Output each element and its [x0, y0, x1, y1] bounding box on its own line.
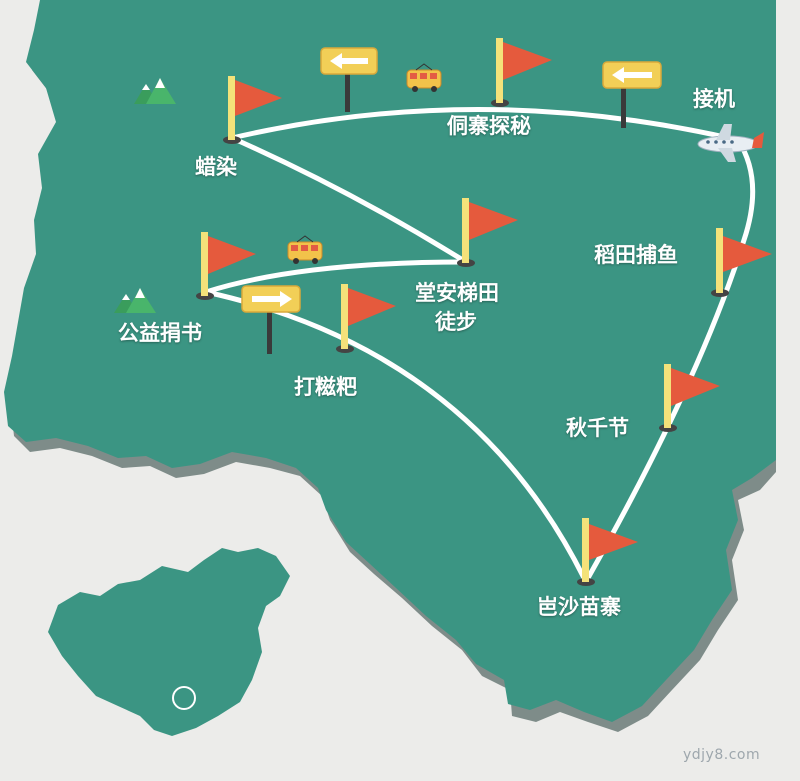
flag-icon [223, 76, 282, 144]
signpost-icon [320, 47, 378, 112]
signpost-icon [602, 61, 662, 128]
flag-icon [711, 228, 772, 297]
label-terrace-hike-line2: 徒步 [435, 310, 477, 334]
label-basha-village: 岜沙苗寨 [537, 595, 621, 619]
route-batik-terrace [229, 135, 469, 265]
mountain-icon [134, 78, 176, 104]
label-batik: 蜡染 [195, 155, 237, 179]
label-swing-festival: 秋千节 [566, 416, 629, 440]
label-charity-books: 公益捐书 [118, 321, 202, 345]
bus-icon [287, 235, 323, 264]
label-terrace-hike: 堂安梯田 徒步 [415, 283, 499, 333]
flag-icon [577, 518, 638, 586]
route-batik-airport [229, 107, 741, 143]
flag-icon [659, 364, 720, 432]
label-airport: 接机 [693, 87, 735, 111]
signpost-icon [241, 285, 301, 354]
route-terrace-charity [203, 259, 469, 295]
mountain-icon [114, 288, 156, 313]
label-dong-village: 侗寨探秘 [447, 114, 531, 138]
airplane-icon [697, 124, 764, 162]
flag-icon [491, 38, 552, 107]
label-rice-fishing: 稻田捕鱼 [594, 243, 678, 267]
watermark: ydjy8.com [683, 747, 761, 763]
china-map [48, 548, 290, 736]
flag-icon [457, 198, 518, 267]
label-rice-cake: 打糍粑 [294, 375, 357, 399]
label-terrace-hike-line1: 堂安梯田 [415, 281, 499, 305]
flag-icon [336, 284, 396, 353]
flag-icon [196, 232, 256, 300]
location-circle-icon [172, 686, 196, 710]
bus-icon [406, 63, 442, 92]
